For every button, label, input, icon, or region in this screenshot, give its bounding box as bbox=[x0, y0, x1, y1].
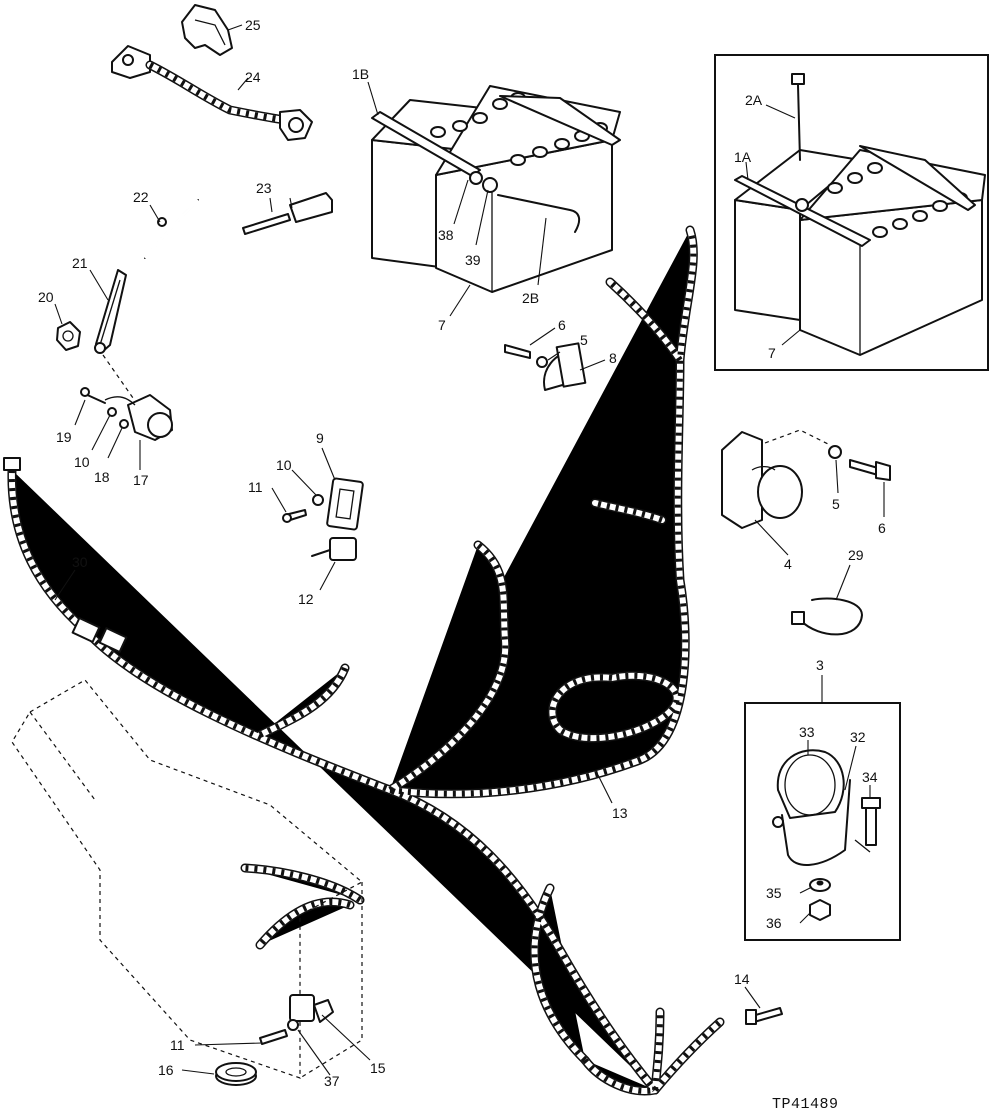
harness-connector-end bbox=[3, 457, 21, 471]
callout-2a: 2A bbox=[745, 92, 763, 108]
callout-37: 37 bbox=[324, 1073, 340, 1089]
platform-outline bbox=[11, 679, 364, 1079]
callout-6-right: 6 bbox=[878, 520, 886, 536]
callout-32: 32 bbox=[850, 729, 866, 745]
callout-36: 36 bbox=[766, 915, 782, 931]
battery-cable bbox=[111, 45, 313, 141]
callout-24: 24 bbox=[245, 69, 261, 85]
batteries-main bbox=[371, 85, 621, 293]
callout-20: 20 bbox=[38, 289, 54, 305]
inset-battery-box bbox=[714, 54, 989, 371]
callout-13: 13 bbox=[612, 805, 628, 821]
callout-10-relay: 10 bbox=[74, 454, 90, 470]
callout-19: 19 bbox=[56, 429, 72, 445]
callout-11-bottom: 11 bbox=[170, 1037, 185, 1053]
harness-connector-b bbox=[98, 627, 128, 653]
callout-8: 8 bbox=[609, 350, 617, 366]
nut bbox=[56, 321, 81, 351]
callout-18: 18 bbox=[94, 469, 110, 485]
callout-1a: 1A bbox=[734, 149, 752, 165]
callout-25: 25 bbox=[245, 17, 261, 33]
washer-bolt-right bbox=[828, 445, 891, 481]
grommet-16 bbox=[215, 1062, 257, 1086]
harness-connector-a bbox=[71, 617, 101, 643]
callout-22: 22 bbox=[133, 189, 149, 205]
callout-29: 29 bbox=[848, 547, 864, 563]
callout-23: 23 bbox=[256, 180, 272, 196]
connector-12 bbox=[311, 537, 357, 561]
callout-10-switch: 10 bbox=[276, 457, 292, 473]
callout-11-switch: 11 bbox=[248, 479, 263, 495]
callout-5-horn: 5 bbox=[580, 332, 588, 348]
ground-strap bbox=[94, 269, 127, 354]
callout-12: 12 bbox=[298, 591, 314, 607]
callout-30: 30 bbox=[72, 554, 88, 570]
callout-5-right: 5 bbox=[832, 496, 840, 512]
callout-9: 9 bbox=[316, 430, 324, 446]
horn-group bbox=[504, 342, 587, 391]
pin bbox=[242, 192, 333, 235]
wiring-harness bbox=[3, 230, 720, 1091]
callout-21: 21 bbox=[72, 255, 88, 271]
figure-id: TP41489 bbox=[772, 1096, 839, 1113]
callout-14: 14 bbox=[734, 971, 750, 987]
callout-39: 39 bbox=[465, 252, 481, 268]
inset-bracket-box bbox=[744, 702, 901, 941]
callout-16: 16 bbox=[158, 1062, 174, 1078]
leader-lines bbox=[54, 24, 885, 1076]
callout-6-horn: 6 bbox=[558, 317, 566, 333]
starter-relay bbox=[80, 387, 173, 441]
callout-38: 38 bbox=[438, 227, 454, 243]
cable-strip bbox=[143, 198, 200, 259]
bolt-14 bbox=[745, 1007, 783, 1025]
callout-35: 35 bbox=[766, 885, 782, 901]
callout-7-inset: 7 bbox=[768, 345, 776, 361]
callout-7-main: 7 bbox=[438, 317, 446, 333]
terminal-cover bbox=[181, 4, 233, 56]
callout-34: 34 bbox=[862, 769, 878, 785]
bottom-switch-15 bbox=[259, 994, 334, 1045]
callout-2b: 2B bbox=[522, 290, 539, 306]
callout-17: 17 bbox=[133, 472, 149, 488]
switch-group bbox=[282, 477, 364, 531]
callout-1b: 1B bbox=[352, 66, 369, 82]
horn-assembly bbox=[721, 431, 803, 529]
hose-clamp bbox=[791, 597, 863, 636]
callout-3: 3 bbox=[816, 657, 824, 673]
callout-33: 33 bbox=[799, 724, 815, 740]
callout-4: 4 bbox=[784, 556, 792, 572]
callout-labels: 25 24 1B 23 22 38 39 2B 7 21 20 6 5 8 19… bbox=[38, 17, 886, 1113]
callout-15: 15 bbox=[370, 1060, 386, 1076]
